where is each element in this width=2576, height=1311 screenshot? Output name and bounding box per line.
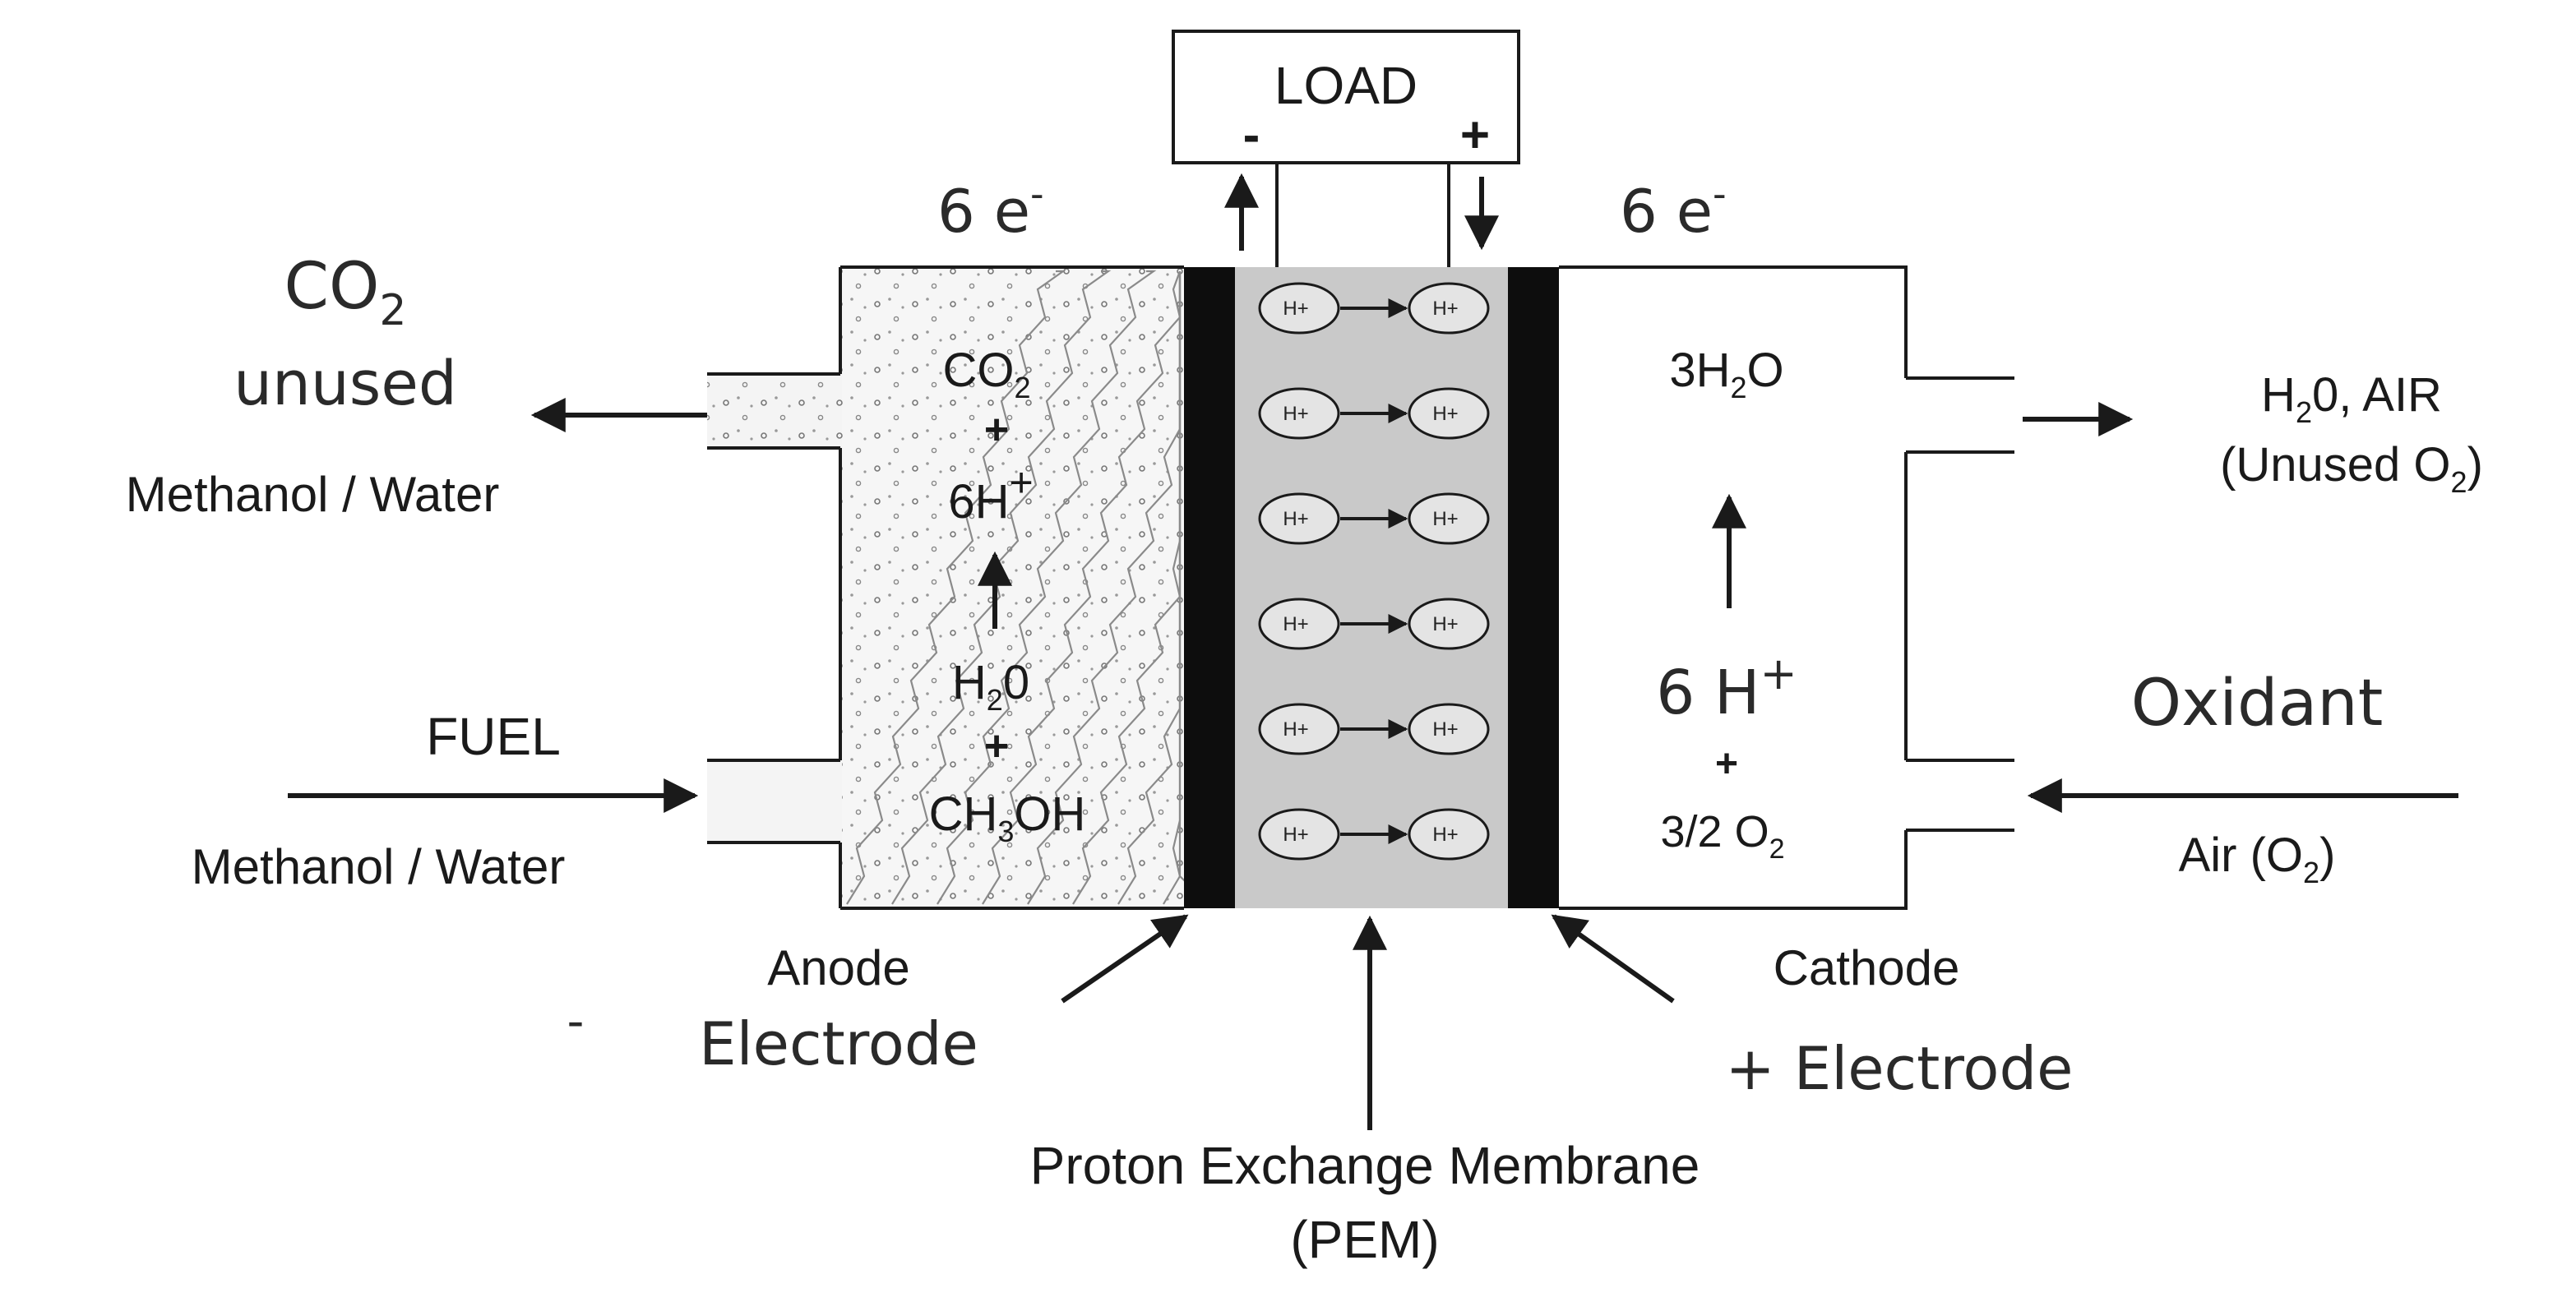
proton-ion xyxy=(1258,492,1340,545)
cathode-h-plus: 6 H+ xyxy=(1656,648,1797,728)
load-label: LOAD xyxy=(1274,56,1417,115)
load-minus-sign: - xyxy=(1243,107,1260,164)
proton-label: H+ xyxy=(1283,298,1308,320)
proton-label: H+ xyxy=(1432,613,1458,635)
proton-label: H+ xyxy=(1283,508,1308,530)
proton-row: H+ H+ xyxy=(1258,808,1490,861)
proton-label: H+ xyxy=(1283,824,1308,846)
anode-h2o: H20 xyxy=(952,656,1029,717)
proton-ion xyxy=(1258,387,1340,440)
cathode-electrode xyxy=(1508,267,1559,908)
proton-label: H+ xyxy=(1283,613,1308,635)
cathode-chamber xyxy=(1559,265,1908,910)
co2-output-label: CO2 xyxy=(284,250,407,335)
cathode-electrode-label: + Electrode xyxy=(1726,1034,2074,1103)
pem-label: Proton Exchange Membrane xyxy=(1030,1136,1700,1195)
cathode-plus: + xyxy=(1715,742,1738,786)
proton-rows: H+ H+ H+ H+ H+ H+ H+ H+ H+ H+ H+ H+ xyxy=(1258,282,1490,861)
anode-h-plus: 6H+ xyxy=(948,459,1033,529)
methanol-water-output-label: Methanol / Water xyxy=(126,467,500,522)
cathode-oxygen: 3/2 O2 xyxy=(1661,807,1785,865)
proton-ion xyxy=(1258,598,1340,650)
proton-row: H+ H+ xyxy=(1258,387,1490,440)
proton-label: H+ xyxy=(1283,403,1308,425)
cathode-pointer-arrow xyxy=(1551,914,1675,1004)
proton-label: H+ xyxy=(1432,508,1458,530)
electron-count-right: 6 e- xyxy=(1620,172,1727,246)
load-wires xyxy=(1275,163,1450,267)
load-plus-sign: + xyxy=(1460,107,1490,164)
anode-methanol: CH3OH xyxy=(929,787,1086,848)
proton-ion xyxy=(1408,282,1490,335)
anode-co2: CO2 xyxy=(942,344,1030,404)
proton-ion xyxy=(1258,282,1340,335)
anode-electrode xyxy=(1184,267,1235,908)
proton-ion xyxy=(1408,598,1490,650)
anode-diffusion-line xyxy=(846,270,1066,905)
anode-plus-2: + xyxy=(984,722,1009,770)
cathode-inlet-pipe xyxy=(1906,759,2014,832)
proton-label: H+ xyxy=(1432,298,1458,320)
exhaust-label-line1: H20, AIR xyxy=(2261,368,2442,429)
anode-inlet-pipe xyxy=(707,759,842,844)
proton-label: H+ xyxy=(1432,403,1458,425)
proton-label: H+ xyxy=(1432,718,1458,741)
proton-row: H+ H+ xyxy=(1258,282,1490,335)
proton-ion xyxy=(1408,492,1490,545)
anode-sign: - xyxy=(567,993,585,1049)
cathode-outlet-pipe xyxy=(1906,376,2014,454)
proton-ion xyxy=(1408,808,1490,861)
cathode-water: 3H2O xyxy=(1669,344,1783,404)
proton-label: H+ xyxy=(1283,718,1308,741)
proton-ion xyxy=(1258,808,1340,861)
electron-count-left: 6 e- xyxy=(937,172,1044,246)
methanol-water-input-label: Methanol / Water xyxy=(192,839,566,894)
anode-diffusion-line xyxy=(1178,271,1209,905)
exhaust-label-line2: (Unused O2) xyxy=(2220,438,2483,499)
proton-label: H+ xyxy=(1432,824,1458,846)
proton-row: H+ H+ xyxy=(1258,703,1490,755)
air-label: Air (O2) xyxy=(2179,829,2336,889)
unused-label: unused xyxy=(234,349,457,419)
anode-label: Anode xyxy=(767,940,910,995)
load-box xyxy=(1172,30,1520,164)
cathode-label: Cathode xyxy=(1774,940,1960,995)
anode-plus-1: + xyxy=(984,406,1009,454)
proton-ion xyxy=(1408,703,1490,755)
anode-diffusion-line xyxy=(982,270,1182,905)
pem-abbreviation: (PEM) xyxy=(1290,1210,1439,1269)
proton-exchange-membrane xyxy=(1235,267,1508,908)
fuel-label: FUEL xyxy=(426,707,561,766)
proton-ion xyxy=(1408,387,1490,440)
proton-row: H+ H+ xyxy=(1258,492,1490,545)
anode-diffusion-line xyxy=(937,270,1157,905)
anode-electrode-label: Electrode xyxy=(699,1009,978,1078)
anode-chamber xyxy=(839,265,1209,910)
anode-pointer-arrow xyxy=(1061,914,1189,1004)
anode-outlet-pipe xyxy=(707,372,842,450)
proton-ion xyxy=(1258,703,1340,755)
proton-row: H+ H+ xyxy=(1258,598,1490,650)
oxidant-label: Oxidant xyxy=(2131,667,2384,741)
